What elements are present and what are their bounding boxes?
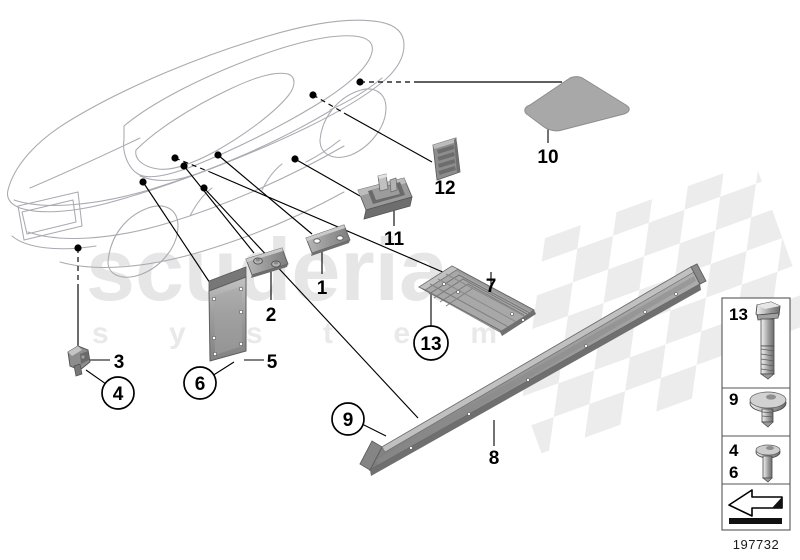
- stub-9: [361, 423, 387, 437]
- callout-5[interactable]: 5: [267, 352, 278, 373]
- callout-13-circled[interactable]: 13: [413, 325, 449, 361]
- stub-4: [85, 369, 107, 385]
- leader-to-part-7: [171, 154, 453, 277]
- leader-to-part-3: [74, 244, 82, 354]
- legend-label-6: 6: [729, 463, 738, 482]
- callout-10[interactable]: 10: [537, 147, 558, 168]
- part-12-vent-grille: [432, 137, 461, 181]
- part-10-insulation-pad: [524, 76, 630, 132]
- legend-row-13[interactable]: 13: [729, 301, 781, 380]
- leader-to-part-8: [200, 184, 419, 419]
- part-1-reinforcement-plate: [305, 224, 351, 256]
- callout-4-circled[interactable]: 4: [101, 376, 135, 410]
- callout-11[interactable]: 11: [384, 229, 405, 250]
- callout-2[interactable]: 2: [266, 305, 277, 326]
- expanding-rivet-icon: [755, 444, 781, 483]
- leader-to-part-11: [291, 155, 361, 197]
- leader-to-part-5: [139, 178, 213, 287]
- callout-7[interactable]: 7: [486, 276, 497, 297]
- leader-to-part-2: [180, 162, 255, 254]
- legend-row-arrow[interactable]: [728, 489, 783, 524]
- part-3-retaining-clamp: [67, 345, 91, 377]
- callout-4-label: 4: [113, 384, 124, 405]
- large-head-screw-icon: [749, 391, 787, 428]
- part-8-rocker-sill-trim: [359, 263, 707, 476]
- legend-row-9[interactable]: 9: [729, 390, 787, 428]
- part-11-retaining-clip: [357, 173, 413, 220]
- callout-1[interactable]: 1: [317, 278, 328, 299]
- stub-6: [211, 361, 235, 377]
- leader-to-part-1: [214, 151, 313, 235]
- callout-12[interactable]: 12: [434, 178, 455, 199]
- part-7-reinforcement-rail: [418, 265, 536, 336]
- callout-13-label: 13: [420, 334, 441, 355]
- callout-6-label: 6: [195, 374, 206, 395]
- callout-8[interactable]: 8: [489, 448, 500, 469]
- leader-to-part-12: [309, 91, 433, 163]
- callout-6-circled[interactable]: 6: [183, 366, 217, 400]
- leader-to-part-10: [356, 78, 562, 86]
- legend-label-13: 13: [729, 305, 748, 324]
- callout-9-circled[interactable]: 9: [331, 402, 365, 436]
- legend-label-9: 9: [729, 390, 738, 409]
- legend-label-4: 4: [729, 441, 739, 460]
- hex-flange-bolt-icon: [755, 301, 781, 380]
- part-5-side-bracket: [208, 266, 247, 362]
- callout-3[interactable]: 3: [114, 352, 125, 373]
- callout-9-label: 9: [343, 410, 354, 431]
- drawing-number: 197732: [733, 537, 779, 552]
- part-2-stud-plate: [245, 247, 289, 278]
- legend-row-4-6[interactable]: 4 6: [729, 441, 781, 483]
- direction-arrow-icon: [728, 489, 783, 524]
